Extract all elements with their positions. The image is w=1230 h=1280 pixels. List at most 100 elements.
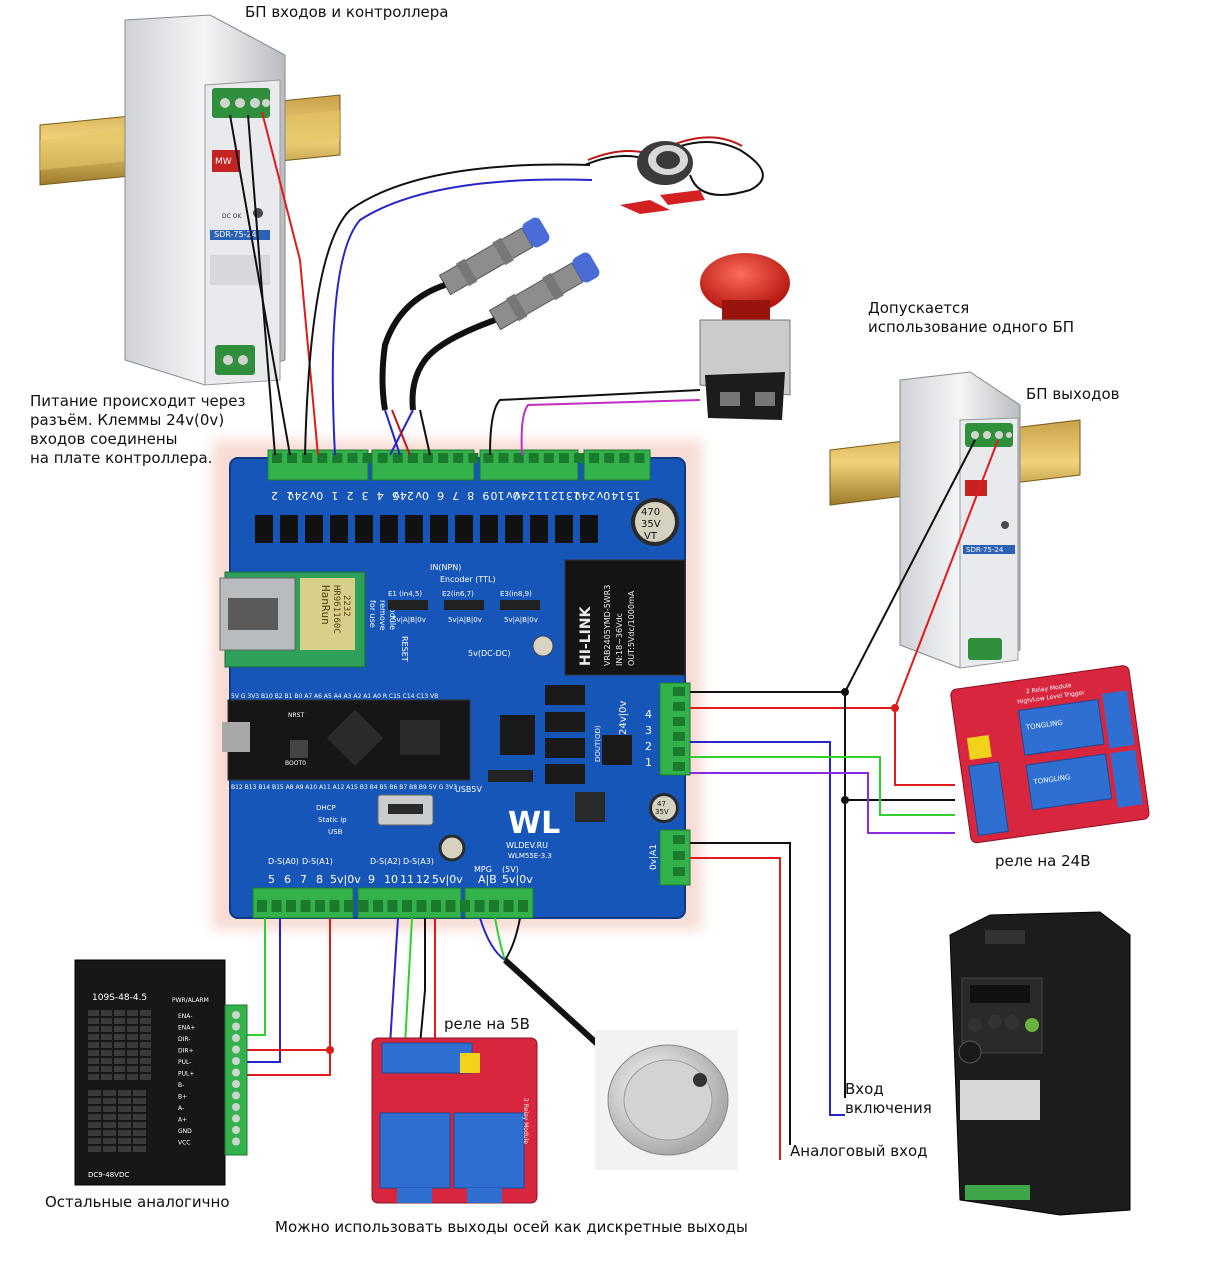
driver-table-cell [127,1042,138,1048]
encoder-e1: E1 (in4,5) [388,590,422,598]
driver-table-cell [103,1122,116,1128]
driver-table-cell [88,1042,99,1048]
ethernet-module: HanRun HR961160C 2232 [219,571,366,668]
driver-terminal-screw [232,1068,240,1077]
bottom-group-ds-a2: D-S(A2) [370,857,401,866]
label-relay-5v: реле на 5В [444,1015,530,1033]
driver-table-cell [114,1018,125,1024]
driver-table-cell [88,1122,101,1128]
ethernet-code: 2232 [341,595,351,617]
driver-table-cell [114,1034,125,1040]
driver-table-cell [101,1042,112,1048]
output-drivers: DOUT(OD) [500,685,632,822]
bottom-pin-number: 9 [368,873,375,886]
terminal-screw [392,453,403,463]
driver-table-cell [118,1114,131,1120]
optocouplers [255,515,598,543]
bottom-group-ds-a1: D-S(A1) [302,857,333,866]
bottom-group-ds-a3: D-S(A3) [403,857,434,866]
emergency-stop-button [699,253,791,420]
right-pin-24v0v: 24v|0v [618,701,629,735]
driver-pin-label: A+ [178,1117,187,1124]
cap-big-brand: VT [644,531,658,542]
right-pin-4: 4 [645,708,652,721]
terminal-screw [483,453,494,463]
optocoupler [505,515,523,543]
driver-table-cell [140,1010,151,1016]
terminal-screw [358,900,369,912]
psu1-dc-ok: DC OK [222,213,242,220]
bottom-group-mpg: MPG [474,865,492,874]
driver-table-cell [140,1074,151,1080]
label-psu-inputs: БП входов и контроллера [245,3,449,21]
bottom-pin-number: 10 [384,873,398,886]
terminal-screw [574,453,584,463]
driver-table-cell [103,1130,116,1136]
driver-table-cell [133,1090,146,1096]
driver-table-cell [103,1106,116,1112]
terminal-screw [300,900,311,912]
driver-table-cell [101,1018,112,1024]
driver-table-cell [103,1138,116,1144]
terminal-screw [518,900,528,912]
driver-table-cell [88,1026,99,1032]
terminal-screw [438,453,449,463]
stepper-driver: 109S-48-4.5 PWR/ALARM ENA-ENA+DIR-DIR+PU… [74,959,248,1186]
relay-module-5v: 2 Relay Module [371,1037,538,1204]
driver-table-cell [114,1026,125,1032]
driver-table-cell [127,1018,138,1024]
driver-table-cell [140,1034,151,1040]
driver-table-cell [133,1146,146,1152]
optocoupler [580,515,598,543]
driver-table-cell [88,1138,101,1144]
driver-supply: DC9-48VDC [88,1171,129,1179]
top-pin-number: 1 [331,489,338,502]
driver-pin-label: GND [178,1128,192,1135]
label-relay-24v: реле на 24В [995,852,1091,870]
bottom-pin-number: 5v|0v [502,873,533,886]
driver-table-cell [127,1026,138,1032]
driver-table-cell [118,1090,131,1096]
driver-table-cell [88,1050,99,1056]
usb5v-label: USB5V [455,785,483,794]
dcdc-5v-label: 5v(DC-DC) [468,649,510,658]
right-pin-3: 3 [645,724,652,737]
driver-table-cell [103,1098,116,1104]
optocoupler [430,515,448,543]
optocoupler [530,515,548,543]
driver-pin-label: B+ [178,1094,187,1101]
bottom-group-ds-a0: D-S(A0) [268,857,299,866]
terminal-screw [332,453,343,463]
driver-table-cell [127,1034,138,1040]
driver-table-cell [133,1138,146,1144]
wl-logo: WL [508,806,560,841]
driver-table-cell [101,1050,112,1056]
usb-port: DHCP Static ip USB USB5V [316,770,533,836]
top-pin-number: 24v [574,489,595,502]
driver-table-cell [140,1058,151,1064]
dcdc-output: OUT:5Vdc/1000mA [627,590,636,666]
terminal-screw [286,900,296,912]
driver-table-cell [88,1130,101,1136]
terminal-screw [634,453,645,463]
relay-module-24v: 2 Relay Module High/Low Level Trigger TO… [950,665,1150,844]
top-pin-number: 15 [626,489,640,502]
wires [229,111,999,1160]
top-pin-number: 13 [566,489,580,502]
driver-table-cell [127,1010,138,1016]
usb-note-2: remove [378,600,387,630]
terminal-screw [619,453,630,463]
driver-table-cell [127,1050,138,1056]
proximity-sensors [379,217,600,411]
board-logo: WL WLDEV.RU WLM55E-3.3 [506,806,560,860]
optocoupler [330,515,348,543]
driver-terminal-screw [232,1091,240,1100]
driver-table-cell [103,1090,116,1096]
label-enable-input-1: Вход [845,1080,884,1098]
right-output-terminals [659,682,691,886]
terminal-screw [498,453,509,463]
ethernet-brand: HanRun [319,585,332,625]
top-terminals [267,449,651,481]
terminal-screw [673,747,685,756]
bottom-pin-number: A|B [478,873,497,886]
